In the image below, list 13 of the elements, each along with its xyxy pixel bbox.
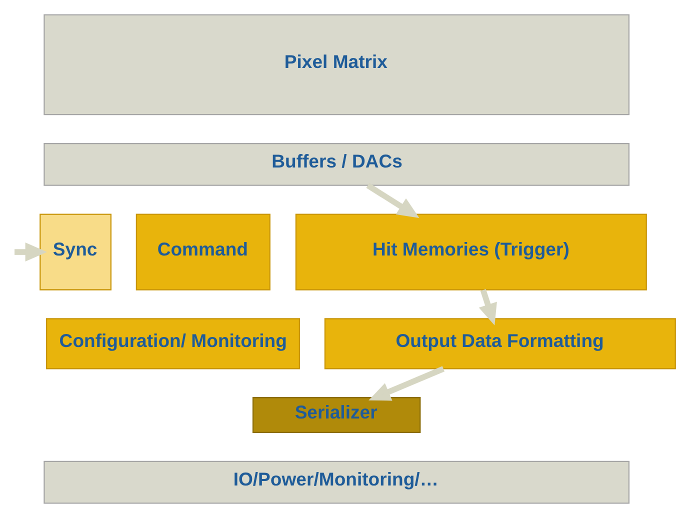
node-box: Buffers / DACs — [43, 142, 630, 186]
arrow — [366, 182, 419, 218]
node-box: Pixel Matrix — [43, 14, 630, 115]
node-box: Hit Memories (Trigger) — [294, 213, 646, 290]
node-box: Sync — [39, 213, 112, 290]
node-box: Serializer — [252, 396, 420, 433]
arrow — [14, 242, 47, 262]
node-box: Output Data Formatting — [324, 318, 676, 369]
arrow — [478, 288, 496, 325]
node-box: Command — [135, 213, 270, 290]
node-box: Configuration/ Monitoring — [45, 318, 300, 369]
arrow — [368, 366, 444, 400]
node-box: IO/Power/Monitoring/… — [43, 460, 630, 504]
